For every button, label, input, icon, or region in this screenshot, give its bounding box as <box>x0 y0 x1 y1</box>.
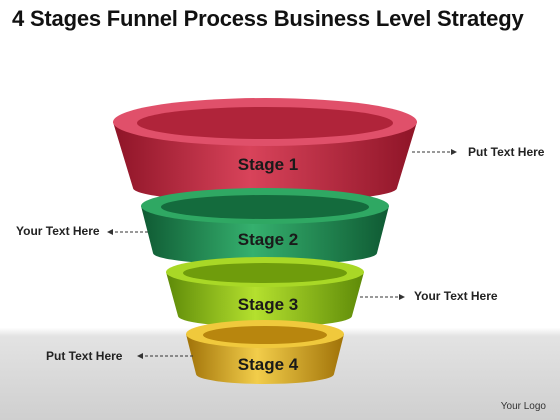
funnel-stage-2 <box>141 188 389 265</box>
stage-3-callout: Your Text Here <box>414 289 498 303</box>
stage-1-label: Stage 1 <box>237 155 299 174</box>
stage-1-callout: Put Text Here <box>468 145 545 159</box>
page-title: 4 Stages Funnel Process Business Level S… <box>12 6 524 31</box>
stage-4-callout: Put Text Here <box>46 349 123 363</box>
funnel-stage-3 <box>166 257 364 327</box>
stage-4-label: Stage 4 <box>237 355 299 374</box>
funnel-stage-1 <box>113 98 417 202</box>
stage-3-label: Stage 3 <box>237 295 299 314</box>
logo-placeholder: Your Logo <box>500 401 546 412</box>
stage-2-label: Stage 2 <box>237 230 299 249</box>
funnel-stage-4 <box>186 320 344 384</box>
stage-2-callout: Your Text Here <box>16 224 100 238</box>
